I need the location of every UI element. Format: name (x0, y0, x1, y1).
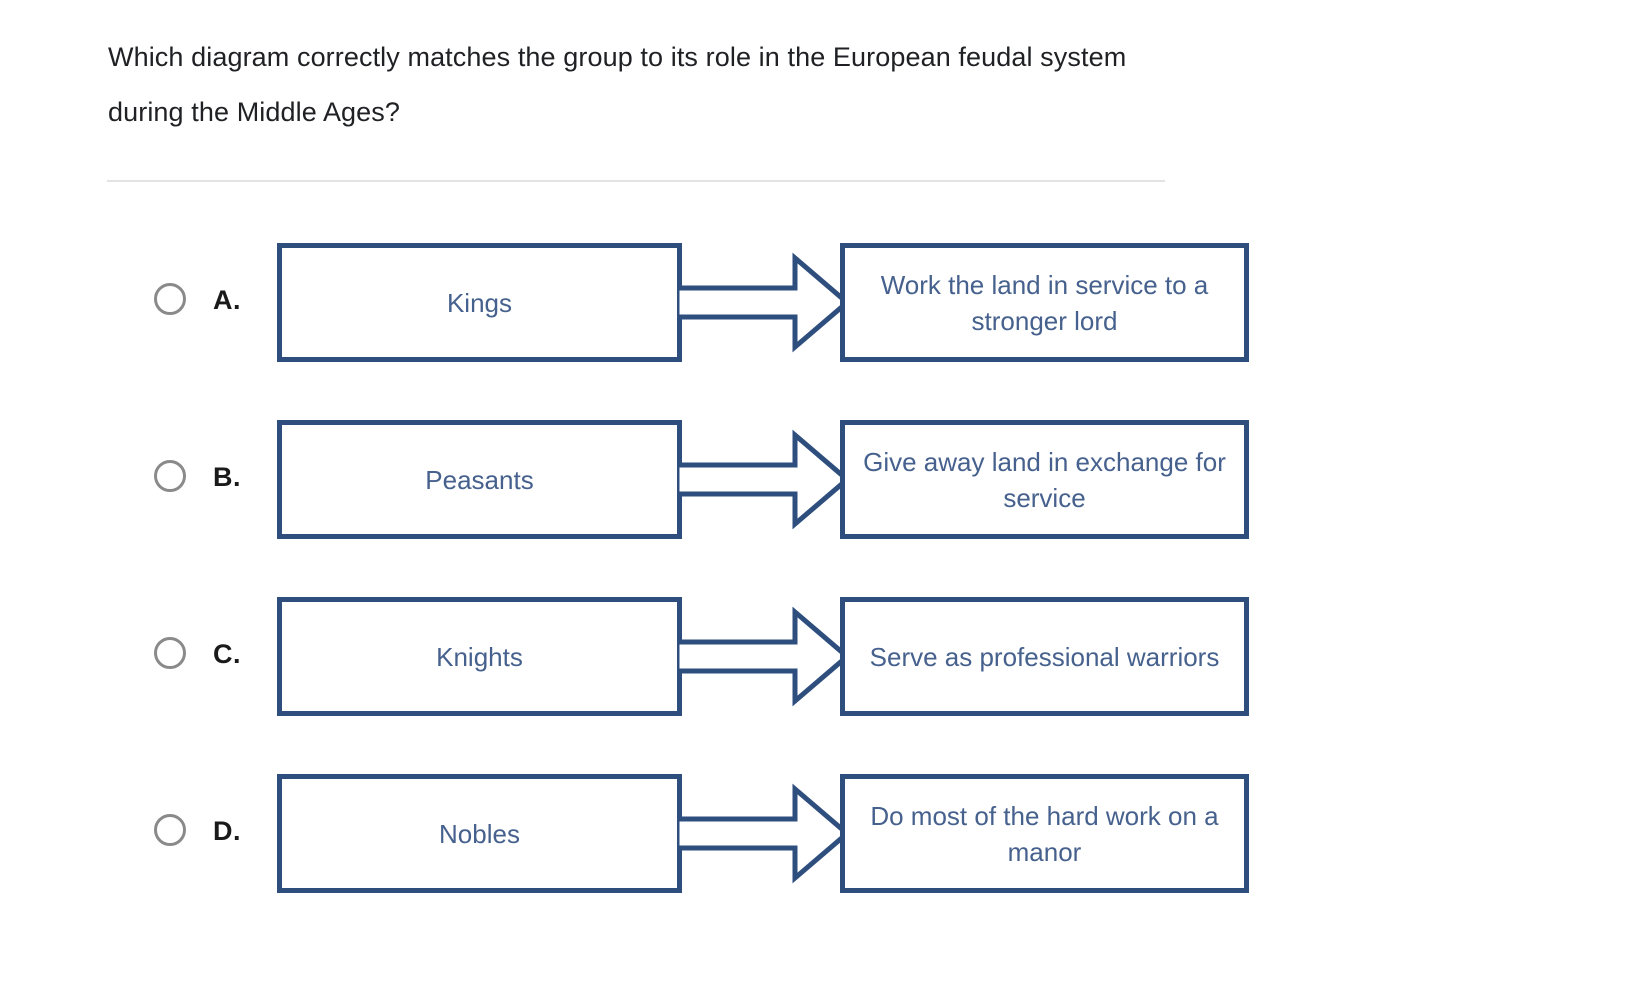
answer-options-list: A. Kings Work the land in service to a s… (0, 211, 1640, 919)
diagram-c-arrow-icon (677, 606, 849, 707)
answer-option-c[interactable]: C. Knights Serve as professional warrior… (0, 565, 1640, 742)
diagram-b-group-box: Peasants (277, 420, 682, 539)
diagram-b-arrow-icon (677, 429, 849, 530)
diagram-a: Kings Work the land in service to a stro… (277, 243, 1252, 362)
answer-option-d[interactable]: D. Nobles Do most of the hard work on a … (0, 742, 1640, 919)
question-stem: Which diagram correctly matches the grou… (108, 42, 1134, 127)
radio-button-a[interactable] (154, 283, 186, 315)
diagram-d: Nobles Do most of the hard work on a man… (277, 774, 1252, 893)
diagram-a-group-box: Kings (277, 243, 682, 362)
option-letter-c: C. (213, 639, 241, 669)
diagram-c-group-box: Knights (277, 597, 682, 716)
answer-option-a[interactable]: A. Kings Work the land in service to a s… (0, 211, 1640, 388)
diagram-a-role-box: Work the land in service to a stronger l… (840, 243, 1249, 362)
diagram-d-group-box: Nobles (277, 774, 682, 893)
diagram-c-role-box: Serve as professional warriors (840, 597, 1249, 716)
radio-button-c[interactable] (154, 637, 186, 669)
option-letter-b: B. (213, 462, 241, 492)
diagram-a-arrow-icon (677, 252, 849, 353)
diagram-b: Peasants Give away land in exchange for … (277, 420, 1252, 539)
diagram-b-role-box: Give away land in exchange for service (840, 420, 1249, 539)
answer-option-b[interactable]: B. Peasants Give away land in exchange f… (0, 388, 1640, 565)
option-letter-a: A. (213, 285, 241, 315)
diagram-d-role-box: Do most of the hard work on a manor (840, 774, 1249, 893)
radio-button-b[interactable] (154, 460, 186, 492)
section-divider (107, 180, 1165, 182)
diagram-c: Knights Serve as professional warriors (277, 597, 1252, 716)
radio-button-d[interactable] (154, 814, 186, 846)
option-letter-d: D. (213, 816, 241, 846)
diagram-d-arrow-icon (677, 783, 849, 884)
